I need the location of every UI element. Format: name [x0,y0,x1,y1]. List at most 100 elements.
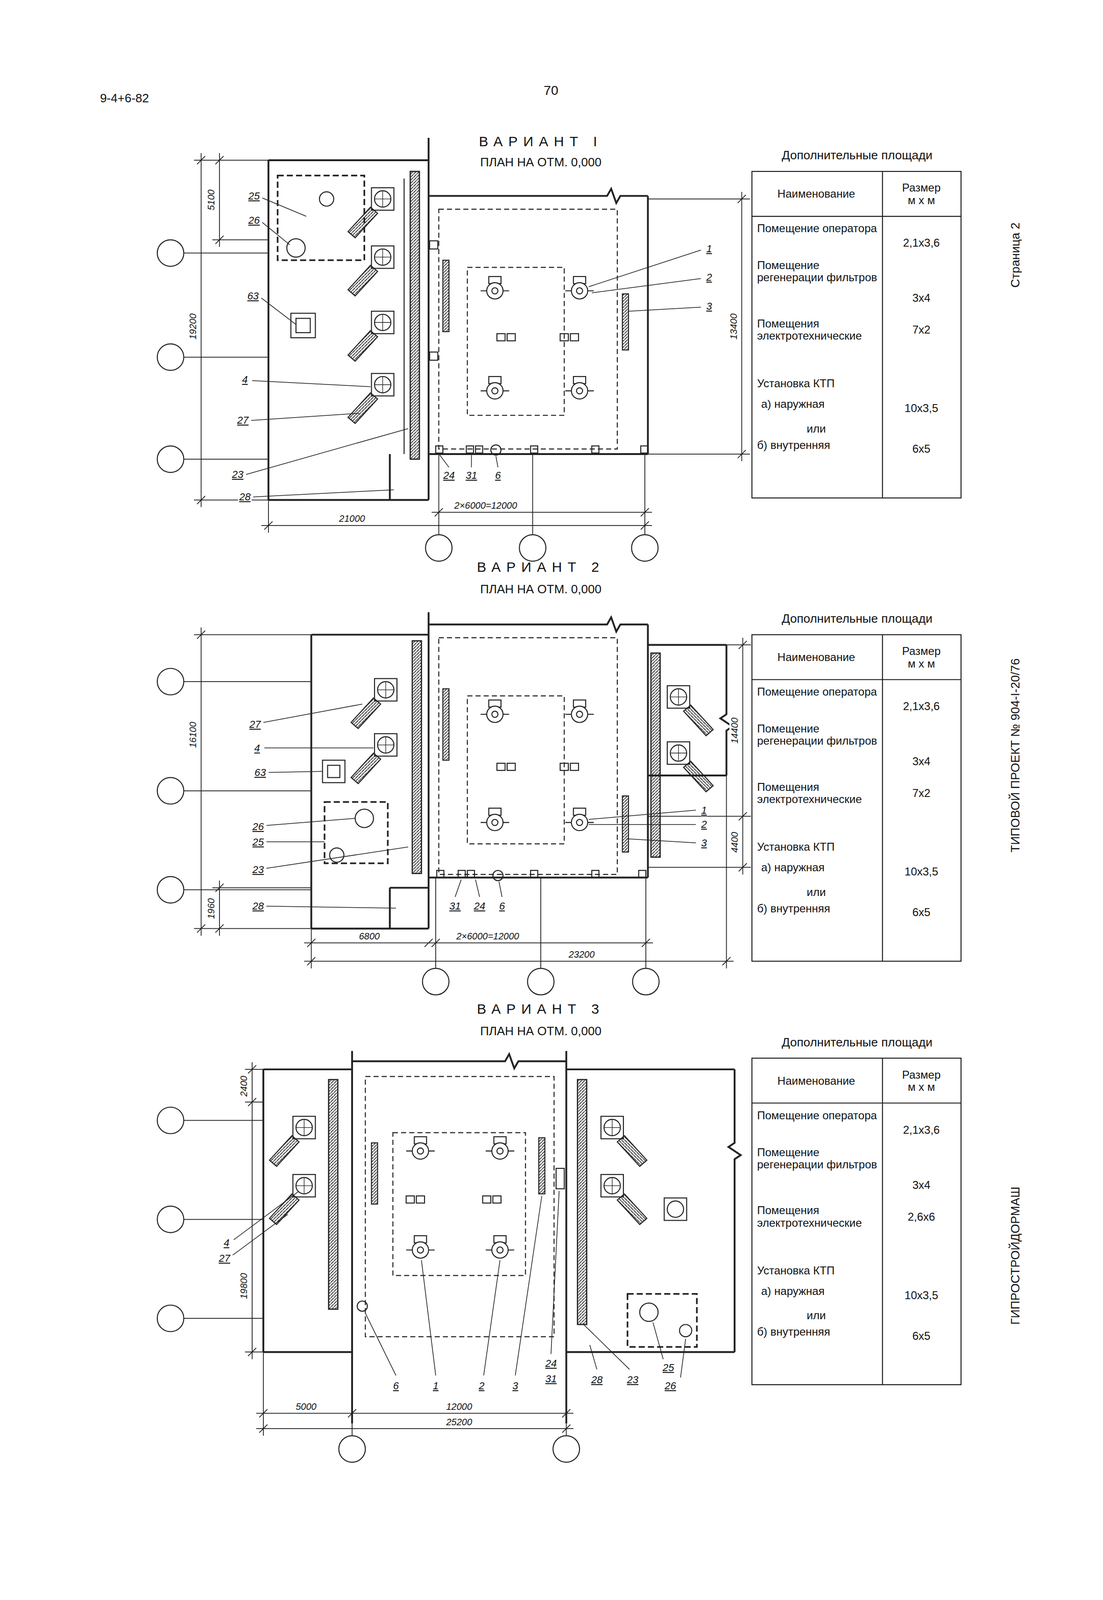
drawing-circle [286,238,305,257]
callout-number: 27 [248,718,262,730]
callout-number: 1 [700,804,708,816]
table-cell: б) внутренняя [756,902,831,915]
drawing-circle [157,1205,184,1233]
callout-number: 31 [448,900,462,912]
callout-number: 1 [431,1379,440,1392]
drawing-rect [322,759,346,783]
drawing-use [480,807,510,831]
drawing-path [183,153,750,535]
drawing-use [667,685,714,736]
variant-heading: ВАРИАНТ 3 [476,1000,605,1016]
drawing-circle [492,869,503,881]
callout-number: 23 [231,468,245,481]
dimension-text: 23200 [567,948,596,960]
table-title: Дополнительные площади [781,148,933,163]
table-cell: 2,6х6 [907,1209,936,1223]
drawing-circle [319,191,334,207]
drawing-use [269,1116,316,1167]
drawing-rect [467,869,475,877]
table-cell: а) наружная [761,397,825,411]
table-title: Дополнительные площади [781,611,933,626]
dimension-text: 25200 [445,1416,474,1427]
callout-number: 4 [222,1237,231,1249]
callout-number: 3 [511,1379,519,1392]
table-cell: 10х3,5 [904,865,939,878]
dimension-text: 1960 [205,896,217,920]
drawing-use [565,276,594,299]
callout-number: 25 [247,190,261,202]
drawing-circle [157,668,184,695]
callout-number: 24 [442,469,456,481]
drawing-rect [591,445,599,453]
table-cell: 3х4 [912,755,931,768]
drawing-use [565,699,594,722]
drawing-rect [467,267,565,416]
drawing-use [347,373,394,424]
drawing-use [600,1116,647,1167]
dimension-text: 4400 [729,830,740,854]
drawing-use [667,741,714,792]
drawing-rect [442,260,449,332]
drawing-rect [435,445,443,453]
page-number: 70 [543,83,559,99]
callout-number: 27 [217,1252,231,1264]
drawing-rect [296,318,311,333]
table-cell: Помещения электротехнические [756,317,881,343]
table-cell: Установка КТП [756,1264,835,1277]
table-cell: или [806,885,827,898]
variant-heading: ВАРИАНТ I [478,133,603,149]
table-cell: 2,1х3,6 [903,1123,941,1136]
drawing-circle [157,1106,184,1134]
drawing-rect [466,445,474,453]
table-cell: Помещения электротехнические [756,1203,881,1229]
drawing-rect [482,1195,491,1203]
drawing-path [751,171,962,498]
table-cell: а) наружная [761,861,825,874]
drawing-circle [679,1323,692,1337]
drawing-path [751,1057,962,1385]
table-cell: Помещение регенерации фильтров [756,1145,880,1171]
drawing-use [480,276,510,299]
drawing-rect [438,209,618,449]
drawing-rect [538,1137,545,1194]
callout-number: 2 [700,818,708,830]
drawing-path [183,1061,574,1436]
drawing-rect [324,801,388,863]
drawing-path [751,634,962,962]
side-stamp: ГИПРОСТРОЙДОРМАШ [1008,1186,1023,1325]
drawing-circle [667,1200,684,1217]
drawing-rect [410,171,420,460]
drawing-use [406,1136,435,1159]
drawing-rect [751,634,962,962]
drawing-path [268,137,649,500]
drawing-use [347,311,394,361]
drawing-use [351,733,397,784]
table-cell: б) внутренняя [756,1325,831,1338]
drawing-rect [560,763,569,771]
dimension-text: 5100 [205,188,217,212]
dimension-text: 21000 [338,513,367,524]
callout-number: 26 [251,820,265,833]
callout-number: 31 [464,469,478,481]
table-cell: Установка КТП [756,840,835,853]
drawing-rect [277,175,365,261]
drawing-rect [570,333,579,341]
drawing-circle [157,239,184,267]
drawing-use [480,376,510,399]
drawing-rect [577,1079,587,1324]
table-cell: Помещение оператора [756,222,880,235]
drawing-circle [422,968,450,995]
variant-heading: ВАРИАНТ 2 [476,558,605,574]
drawing-g [157,137,962,1462]
drawing-rect [416,1195,425,1203]
drawing-use [406,1235,435,1258]
callout-number: 28 [590,1373,604,1386]
callout-number: 63 [246,290,260,302]
drawing-rect [496,763,505,771]
drawing-rect [591,869,599,877]
drawing-rect [556,1167,565,1189]
drawing-use [347,187,394,238]
table-cell: Установка КТП [756,377,835,390]
dimension-text: 2×6000=12000 [453,500,519,511]
